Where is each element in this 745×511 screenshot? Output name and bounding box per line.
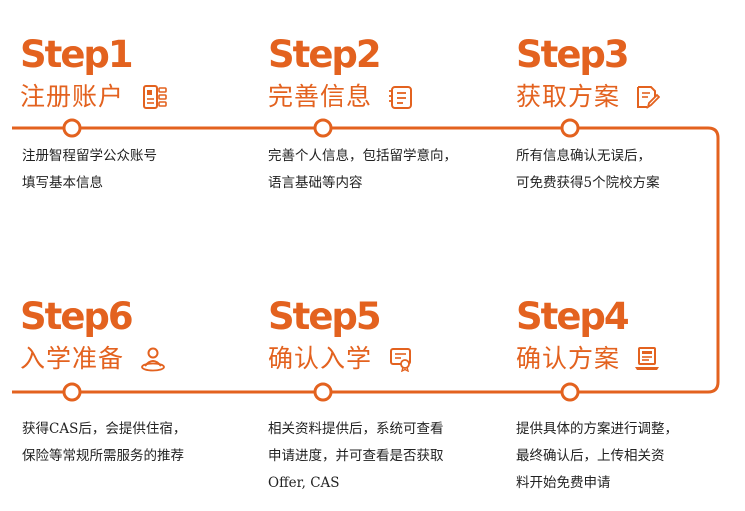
node-step5 — [313, 382, 333, 402]
description-line: 填写基本信息 — [22, 175, 103, 191]
laptop-document-icon — [635, 347, 659, 370]
certificate-icon — [390, 348, 411, 372]
description-line: 语言基础等内容 — [268, 175, 363, 191]
description-line: Offer, CAS — [268, 475, 340, 491]
step-label: Step3 — [516, 33, 630, 76]
node-step2 — [313, 118, 333, 138]
step-title: 完善信息 — [268, 82, 373, 111]
description-line: 所有信息确认无误后， — [516, 148, 651, 164]
description-line: 申请进度，并可查看是否获取 — [268, 448, 444, 464]
step-5-description: 相关资料提供后，系统可查看 申请进度，并可查看是否获取 Offer, CAS — [268, 416, 493, 497]
account-card-icon — [143, 85, 167, 109]
step-6-description: 获得CAS后，会提供住宿， 保险等常规所需服务的推荐 — [22, 416, 247, 470]
step-label: Step1 — [20, 33, 134, 76]
description-line: 最终确认后，上传相关资 — [516, 448, 665, 464]
node-step1 — [62, 118, 82, 138]
node-step4 — [560, 382, 580, 402]
step-title: 注册账户 — [20, 82, 125, 111]
node-step6 — [62, 382, 82, 402]
connector-path — [12, 126, 720, 394]
document-list-icon — [389, 86, 412, 109]
step-title: 确认方案 — [516, 344, 621, 373]
node-step3 — [560, 118, 580, 138]
edit-document-icon — [637, 86, 660, 110]
description-line: 提供具体的方案进行调整， — [516, 421, 678, 437]
step-title: 确认入学 — [268, 344, 373, 373]
description-line: 相关资料提供后，系统可查看 — [268, 421, 444, 437]
description-line: 料开始免费申请 — [516, 475, 611, 491]
step-3-description: 所有信息确认无误后， 可免费获得5个院校方案 — [516, 143, 741, 197]
step-4-description: 提供具体的方案进行调整， 最终确认后，上传相关资 料开始免费申请 — [516, 416, 741, 497]
step-title: 入学准备 — [20, 344, 125, 373]
step-label: Step4 — [516, 295, 630, 338]
person-target-icon — [141, 347, 165, 372]
description-line: 注册智程留学公众账号 — [22, 148, 157, 164]
step-label: Step5 — [268, 295, 382, 338]
step-title: 获取方案 — [516, 82, 621, 111]
step-2-description: 完善个人信息，包括留学意向， 语言基础等内容 — [268, 143, 493, 197]
step-label: Step2 — [268, 33, 382, 76]
description-line: 完善个人信息，包括留学意向， — [268, 148, 457, 164]
description-line: 获得CAS后，会提供住宿， — [22, 421, 187, 437]
description-line: 可免费获得5个院校方案 — [516, 175, 660, 191]
step-label: Step6 — [20, 295, 134, 338]
step-1-description: 注册智程留学公众账号 填写基本信息 — [22, 143, 247, 197]
description-line: 保险等常规所需服务的推荐 — [22, 448, 184, 464]
